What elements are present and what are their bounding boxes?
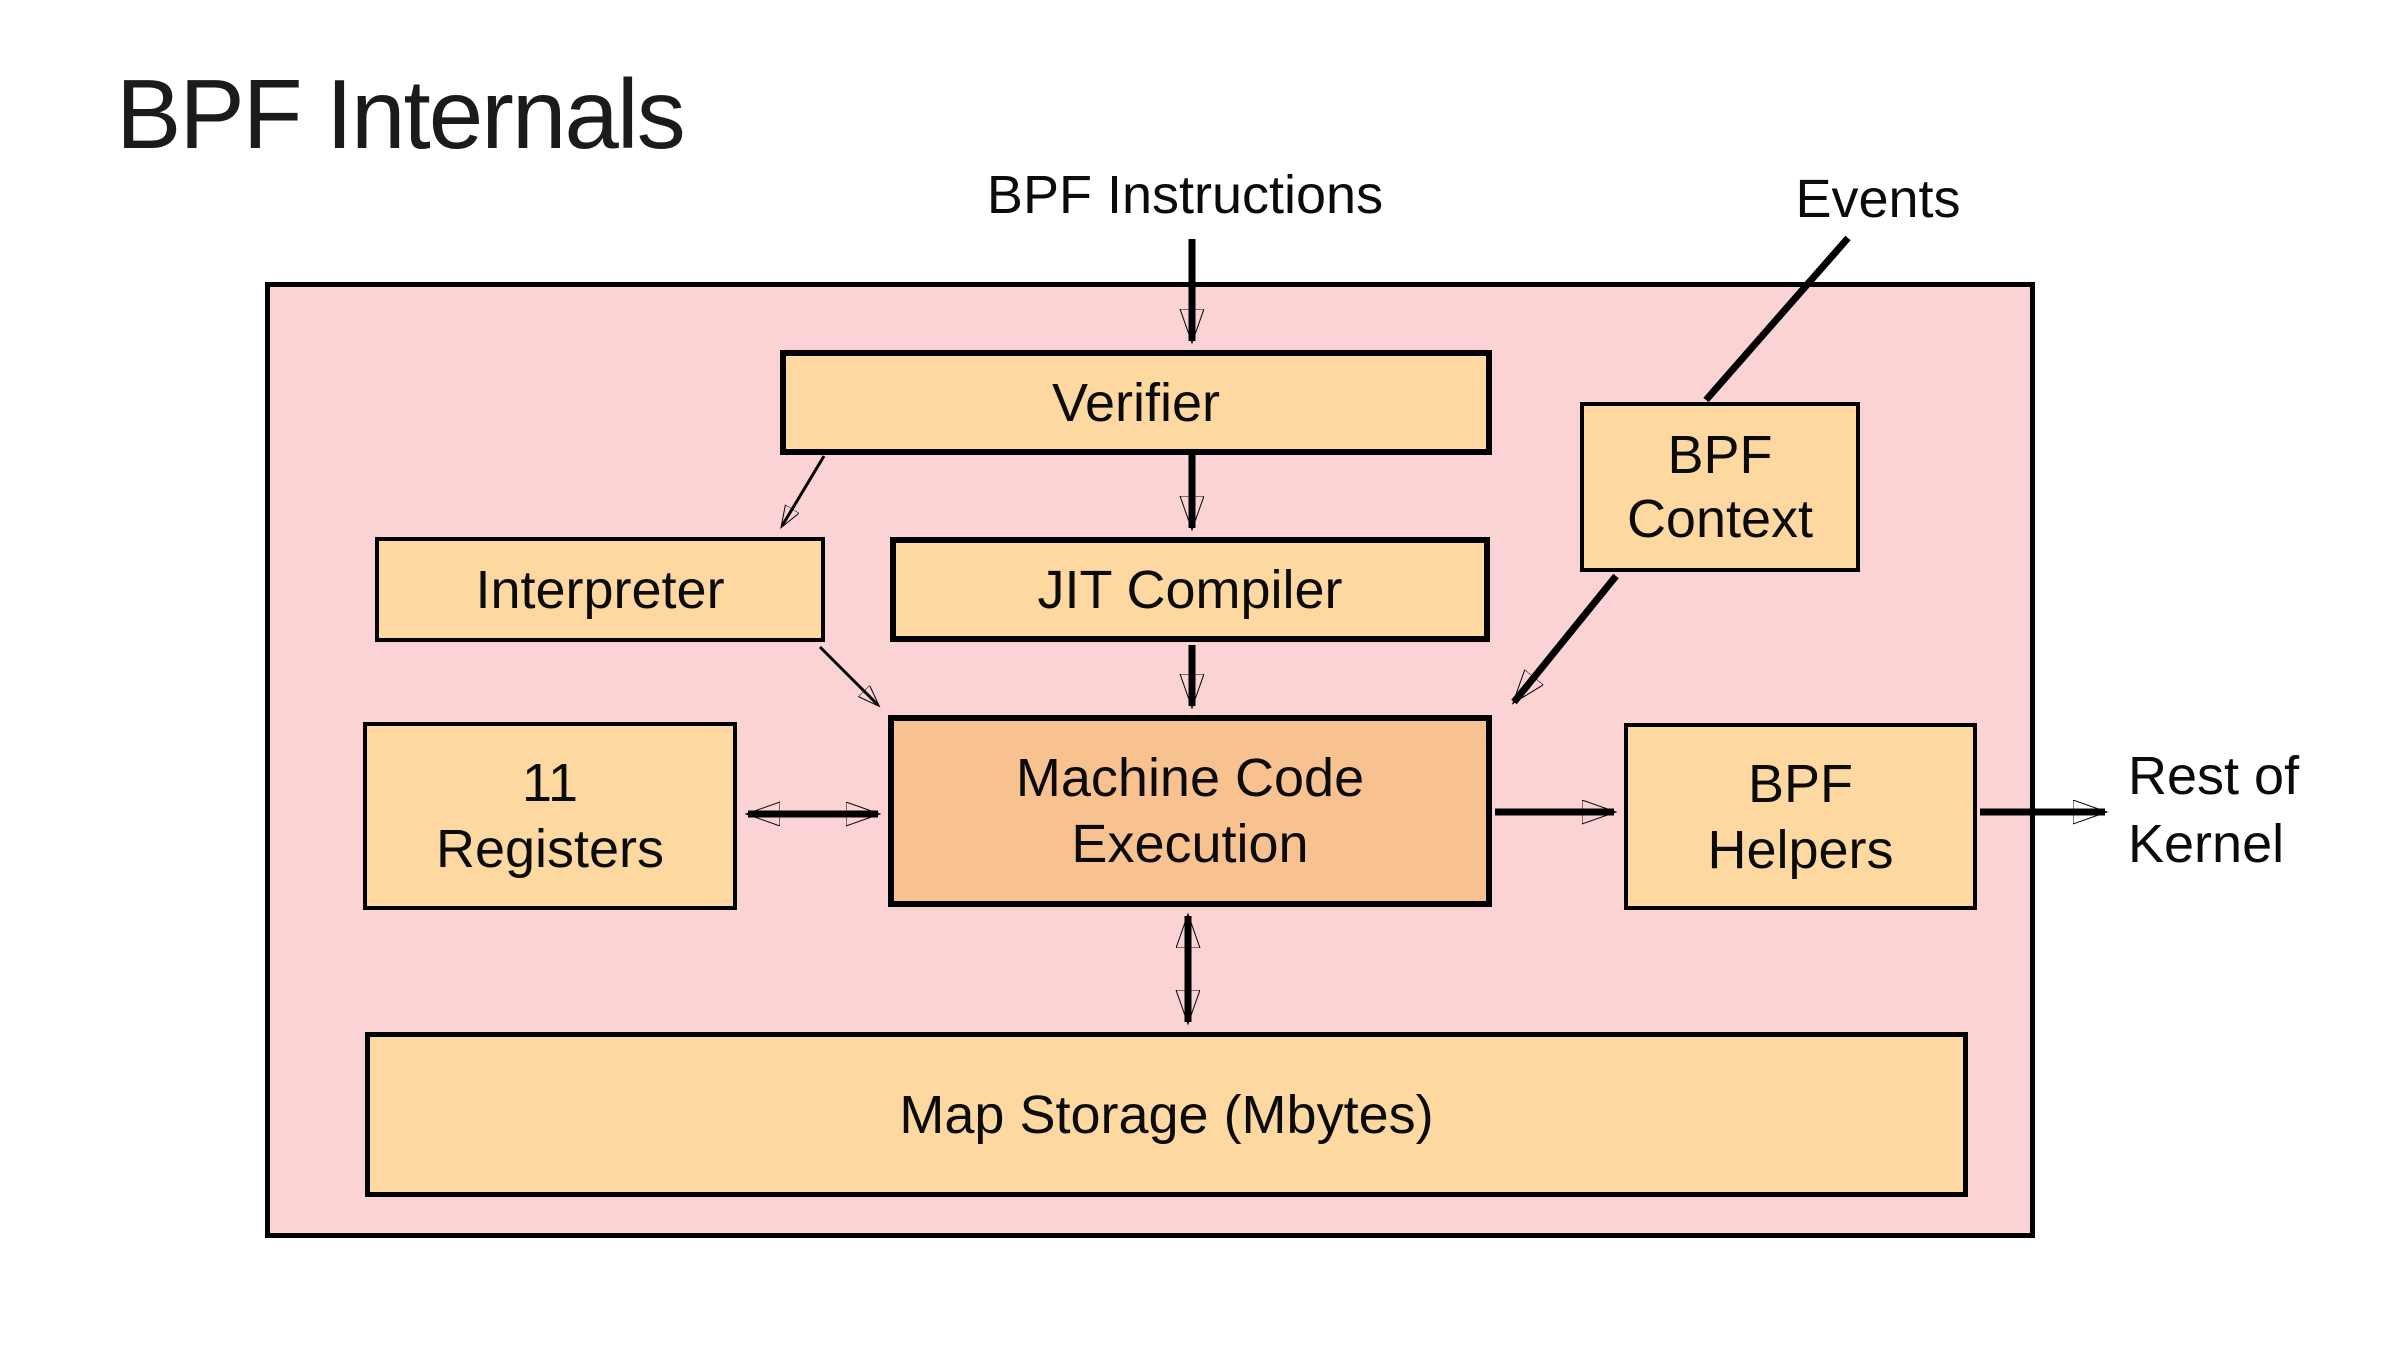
- node-map-storage-label: Map Storage (Mbytes): [899, 1084, 1434, 1145]
- node-interpreter: Interpreter: [375, 537, 825, 642]
- label-rest-of-kernel: Rest of Kernel: [2128, 742, 2299, 878]
- node-bpf-helpers: BPF Helpers: [1624, 723, 1977, 910]
- node-bpf-context-line1: BPF: [1667, 425, 1773, 485]
- node-machine-code-execution-line2: Execution: [1071, 814, 1309, 874]
- node-bpf-helpers-line1: BPF: [1747, 753, 1854, 814]
- node-bpf-context-line2: Context: [1626, 489, 1814, 549]
- node-registers: 11 Registers: [363, 722, 737, 910]
- node-jit-compiler-label: JIT Compiler: [1037, 559, 1343, 620]
- label-rest-of-kernel-line1: Rest of: [2128, 746, 2300, 806]
- label-rest-of-kernel-line2: Kernel: [2128, 814, 2285, 874]
- node-interpreter-label: Interpreter: [475, 559, 725, 620]
- label-events: Events: [1795, 169, 1961, 229]
- node-bpf-helpers-line2: Helpers: [1707, 819, 1894, 880]
- node-map-storage: Map Storage (Mbytes): [365, 1032, 1968, 1197]
- node-registers-line2: Registers: [435, 819, 665, 879]
- node-machine-code-execution-line1: Machine Code: [1015, 748, 1365, 808]
- page-title: BPF Internals: [116, 59, 686, 169]
- node-jit-compiler: JIT Compiler: [890, 537, 1490, 642]
- node-bpf-context: BPF Context: [1580, 402, 1860, 572]
- label-bpf-instructions: BPF Instructions: [986, 165, 1384, 225]
- node-verifier: Verifier: [780, 350, 1492, 455]
- node-registers-line1: 11: [521, 753, 579, 813]
- node-machine-code-execution: Machine Code Execution: [888, 715, 1492, 907]
- node-verifier-label: Verifier: [1051, 372, 1221, 433]
